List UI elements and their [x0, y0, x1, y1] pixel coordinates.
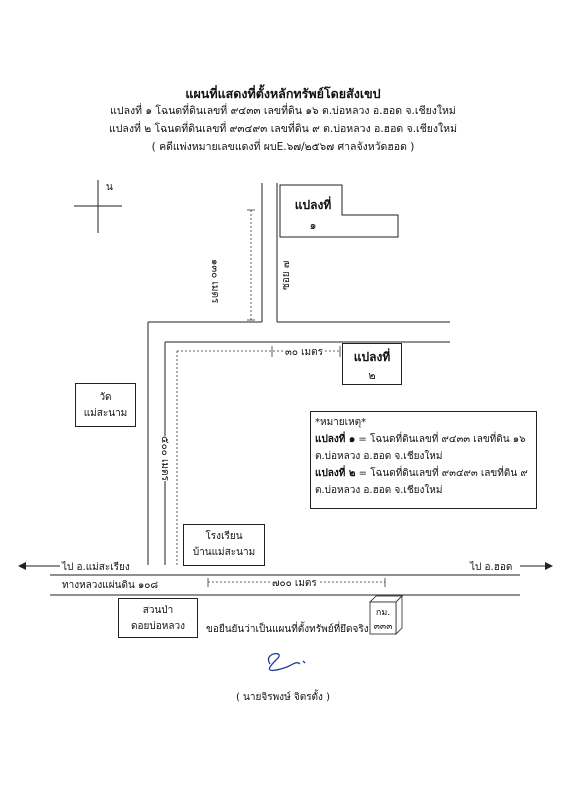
soi-label: ซอย ๗: [281, 260, 292, 290]
notes-plot1-label: แปลงที่ ๑: [315, 434, 356, 445]
right-direction-label: ไป อ.ฮอด: [470, 562, 513, 573]
plot2-deed-line: แปลงที่ ๒ โฉนดที่ดินเลขที่ ๙๓๔๙๓ เลขที่ด…: [109, 123, 457, 135]
notes-plot2-location: ต.บ่อหลวง อ.ฮอด จ.เชียงใหม่: [315, 485, 443, 496]
km-post-icon: [369, 595, 403, 635]
park-label-line2: ดอยบ่อหลวง: [131, 621, 185, 632]
case-number-line: ( คดีแพ่งหมายเลขแดงที่ ผบE.๖๗/๒๕๖๗ ศาลจั…: [151, 141, 415, 153]
notes-plot2-text: = โฉนดที่ดินเลขที่ ๙๓๔๙๓ เลขที่ดิน ๙: [355, 468, 528, 479]
temple-label-line2: แม่สะนาม: [83, 408, 128, 419]
plot2-number: ๒: [368, 369, 376, 382]
distance-30-marker: [177, 346, 341, 357]
km-post-label-line1: กม.: [375, 608, 391, 618]
distance-700-label: ๗๐๐ เมตร: [270, 576, 319, 591]
certification-statement: ขอยืนยันว่าเป็นแผนที่ตั้งทรัพย์ที่ยึดจริ…: [206, 624, 369, 635]
notes-box: [310, 411, 537, 509]
signature-icon: [267, 653, 306, 672]
school-box: [183, 524, 265, 566]
temple-label-line1: วัด: [99, 392, 112, 403]
north-label: น: [106, 182, 113, 193]
left-arrow-icon: [18, 562, 60, 570]
notes-plot1: แปลงที่ ๑ = โฉนดที่ดินเลขที่ ๙๔๓๓ เลขที่…: [315, 432, 525, 447]
plot1-number: ๑: [309, 219, 317, 232]
map-title: แผนที่แสดงที่ตั้งหลักทรัพย์โดยสังเขป: [185, 86, 381, 101]
school-label-line2: บ้านแม่สะนาม: [192, 547, 256, 558]
notes-plot2-label: แปลงที่ ๒: [315, 468, 356, 479]
signer-name: ( นายจิรพงษ์ จิตรตั้ง ): [235, 692, 331, 703]
notes-plot2: แปลงที่ ๒ = โฉนดที่ดินเลขที่ ๙๓๔๙๓ เลขที…: [315, 466, 528, 481]
notes-plot1-location: ต.บ่อหลวง อ.ฮอด จ.เชียงใหม่: [315, 451, 443, 462]
right-arrow-icon: [520, 562, 553, 570]
soi-road: [261, 183, 278, 322]
notes-plot1-text: = โฉนดที่ดินเลขที่ ๙๔๓๓ เลขที่ดิน ๑๖: [355, 434, 526, 445]
km-post-label-line2: ๓๓๓: [373, 622, 393, 632]
plot2-box: [342, 343, 402, 385]
distance-30-label: ๓๐ เมตร: [284, 345, 324, 360]
school-label-line1: โรงเรียน: [205, 531, 243, 542]
distance-500-label: ๕๐๐ เมตร: [157, 436, 172, 481]
highway-108: [50, 574, 520, 596]
north-arrow-icon: [74, 180, 122, 233]
park-label-line1: สวนป่า: [142, 605, 174, 616]
plot1-deed-line: แปลงที่ ๑ โฉนดที่ดินเลขที่ ๙๔๓๓ เลขที่ดิ…: [110, 105, 456, 117]
temple-box: [75, 383, 136, 427]
left-direction-label: ไป อ.แม่สะเรียง: [62, 562, 130, 573]
plot1-title: แปลงที่: [294, 198, 332, 212]
branch-road: [147, 321, 450, 565]
park-box: [118, 598, 198, 638]
notes-heading: *หมายเหตุ*: [315, 417, 367, 428]
distance-130-label: ๑๓๐ เมตร: [209, 259, 220, 304]
plot1-shape: [279, 184, 399, 238]
distance-130-marker: [247, 209, 255, 321]
plot2-title: แปลงที่: [353, 350, 391, 364]
highway-label: ทางหลวงแผ่นดิน ๑๐๘: [62, 580, 159, 591]
